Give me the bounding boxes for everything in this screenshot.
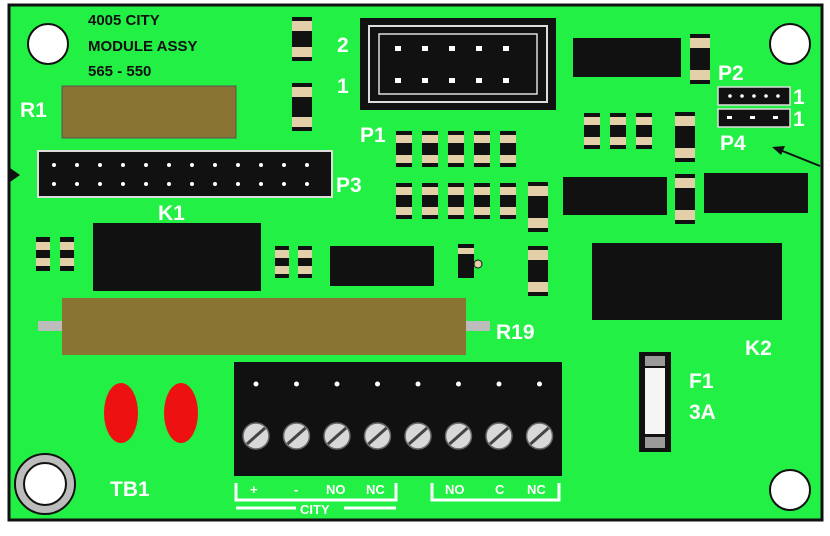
board-title-line2: MODULE ASSY xyxy=(88,38,197,55)
label-f1-rating: 3A xyxy=(689,401,716,424)
label-r19: R19 xyxy=(496,321,535,344)
led-left xyxy=(104,383,138,443)
resistor-r19 xyxy=(38,298,490,355)
label-p4: P4 xyxy=(720,132,746,155)
label-p4-pin1: 1 xyxy=(793,108,805,131)
ic-center xyxy=(330,246,434,286)
smd-row-bottom-5 xyxy=(500,183,516,219)
smd-row-bottom-2 xyxy=(422,183,438,219)
terminal-label-relay: NC xyxy=(527,482,546,497)
smd-row-bottom-3 xyxy=(448,183,464,219)
screw-icon xyxy=(404,381,432,450)
screw-icon xyxy=(242,381,270,450)
smd-row-top-1 xyxy=(396,131,412,167)
mount-hole-top-right xyxy=(769,23,811,65)
ic-middle-right-b xyxy=(704,173,808,213)
screw-icon xyxy=(444,381,473,450)
header-p3 xyxy=(37,150,333,198)
label-city-group: CITY xyxy=(300,502,330,517)
terminal-label-relay: C xyxy=(495,482,505,497)
smd-row-right-1 xyxy=(584,113,600,149)
terminal-label-city: NC xyxy=(366,482,385,497)
label-r1: R1 xyxy=(20,99,47,122)
relay-k1 xyxy=(93,223,261,291)
terminal-label-city: + xyxy=(250,482,258,497)
transistor xyxy=(458,244,483,278)
arrow-icon-p4 xyxy=(772,146,821,167)
header-p2 xyxy=(717,86,791,106)
terminal-block-tb1 xyxy=(234,362,562,476)
connector-p1 xyxy=(360,18,556,110)
smd-row-right-2 xyxy=(610,113,626,149)
terminal-label-city: NO xyxy=(326,482,346,497)
board-title-line1: 4005 CITY xyxy=(88,12,160,29)
smd-vertical-right-4 xyxy=(675,174,695,224)
smd-vertical-mid xyxy=(292,83,312,131)
label-p2-pin1: 1 xyxy=(793,86,805,109)
terminal-label-relay: NO xyxy=(445,482,465,497)
smd-row-top-3 xyxy=(448,131,464,167)
screw-icon xyxy=(282,381,311,450)
smd-row-top-5 xyxy=(500,131,516,167)
smd-row-bottom-4 xyxy=(474,183,490,219)
mount-hole-top-left xyxy=(27,23,69,65)
smd-mid-pair xyxy=(275,246,312,278)
label-p1-pin1: 1 xyxy=(337,75,349,98)
mount-hole-bottom-left xyxy=(14,453,76,515)
label-p1: P1 xyxy=(360,124,386,147)
relay-k2 xyxy=(592,243,782,320)
label-f1: F1 xyxy=(689,370,714,393)
screw-icon xyxy=(323,381,351,450)
header-p4 xyxy=(717,108,791,128)
smd-row-top-4 xyxy=(474,131,490,167)
terminal-label-city: - xyxy=(294,482,298,497)
led-right xyxy=(164,383,198,443)
smd-left-pair xyxy=(36,237,74,271)
fuse-f1 xyxy=(639,352,671,452)
smd-top-right xyxy=(690,34,710,84)
city-label-backing xyxy=(296,502,344,516)
board-title-line3: 565 - 550 xyxy=(88,63,151,80)
mount-hole-bottom-right xyxy=(769,469,811,511)
ic-middle-right-a xyxy=(563,177,667,215)
label-p1-pin2: 2 xyxy=(337,34,349,57)
bracket-relay xyxy=(430,483,561,502)
screw-icon xyxy=(485,381,513,450)
smd-vertical-right-1 xyxy=(528,182,548,232)
label-k1: K1 xyxy=(158,202,185,225)
ic-top-right xyxy=(573,38,681,77)
screw-icon xyxy=(363,381,392,450)
smd-vertical-top xyxy=(292,17,312,61)
resistor-r1 xyxy=(61,85,237,139)
smd-vertical-right-3 xyxy=(675,112,695,162)
arrow-icon-left xyxy=(10,168,20,182)
smd-row-bottom-1 xyxy=(396,183,412,219)
bracket-city xyxy=(234,483,398,502)
label-tb1: TB1 xyxy=(110,478,150,501)
label-p2: P2 xyxy=(718,62,744,85)
smd-vertical-right-2 xyxy=(528,246,548,296)
screw-icon xyxy=(525,381,554,450)
label-k2: K2 xyxy=(745,337,772,360)
label-p3: P3 xyxy=(336,174,362,197)
smd-row-top-2 xyxy=(422,131,438,167)
smd-row-right-3 xyxy=(636,113,652,149)
